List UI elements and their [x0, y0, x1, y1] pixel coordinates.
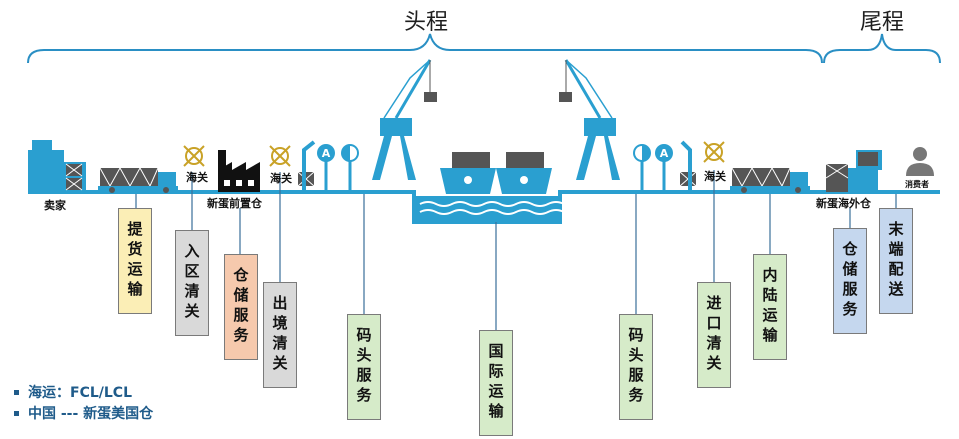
service-storage: 仓储服务	[224, 254, 258, 360]
customs-label-3: 海关	[704, 170, 726, 183]
service-terminal-1: 码头服务	[347, 314, 381, 420]
overseas-warehouse-label: 新蛋海外仓	[816, 197, 871, 210]
customs-label-2: 海关	[270, 172, 292, 185]
tail-phase-brace	[823, 33, 941, 64]
consumer-icon	[906, 147, 934, 176]
customs-emblem-icon	[269, 145, 291, 167]
bullet-icon	[14, 410, 19, 416]
service-import-clearance: 进口清关	[697, 282, 731, 388]
port-sign-half-icon	[341, 144, 359, 192]
container-icon	[679, 140, 697, 192]
cargo-ship-icon	[440, 152, 496, 194]
customs-label-1: 海关	[186, 171, 208, 184]
service-export-clearance: 出境清关	[263, 282, 297, 388]
service-last-mile: 末端配送	[879, 208, 913, 314]
service-terminal-2: 码头服务	[619, 314, 653, 420]
port-sign-a-icon: A	[655, 144, 673, 192]
truck-icon	[730, 166, 810, 193]
factory-icon	[218, 150, 260, 192]
service-inland-transport: 内陆运输	[753, 254, 787, 360]
customs-emblem-icon	[703, 141, 725, 163]
legend-item-shipping: 海运：FCL/LCL	[14, 382, 132, 402]
service-pickup-transport: 提货运输	[118, 208, 152, 314]
cargo-ship-icon	[496, 152, 552, 194]
water-icon	[416, 196, 565, 220]
consumer-label: 消费者	[905, 180, 929, 189]
port-sign-a-letter: A	[660, 147, 669, 160]
port-sign-a-letter: A	[322, 147, 331, 160]
service-entry-clearance: 入区清关	[175, 230, 209, 336]
truck-icon	[98, 166, 178, 193]
service-warehouse: 仓储服务	[833, 228, 867, 334]
connector-lines	[135, 170, 897, 330]
tail-phase-label: 尾程	[860, 10, 905, 35]
crane-icon	[372, 59, 437, 180]
bullet-icon	[14, 389, 19, 395]
crane-icon	[559, 59, 620, 180]
head-phase-label: 头程	[404, 10, 449, 35]
pre-warehouse-label: 新蛋前置仓	[207, 197, 262, 210]
head-phase-brace	[27, 33, 823, 64]
port-sign-half-icon	[633, 144, 651, 192]
customs-emblem-icon	[183, 145, 205, 167]
container-icon	[297, 140, 316, 192]
seller-label: 卖家	[44, 199, 66, 212]
seller-building-icon	[28, 140, 86, 192]
port-sign-a-icon: A	[317, 144, 335, 192]
service-international-transport: 国际运输	[479, 330, 513, 436]
overseas-warehouse-icon	[825, 150, 882, 192]
legend-item-route: 中国 --- 新蛋美国仓	[14, 403, 153, 423]
